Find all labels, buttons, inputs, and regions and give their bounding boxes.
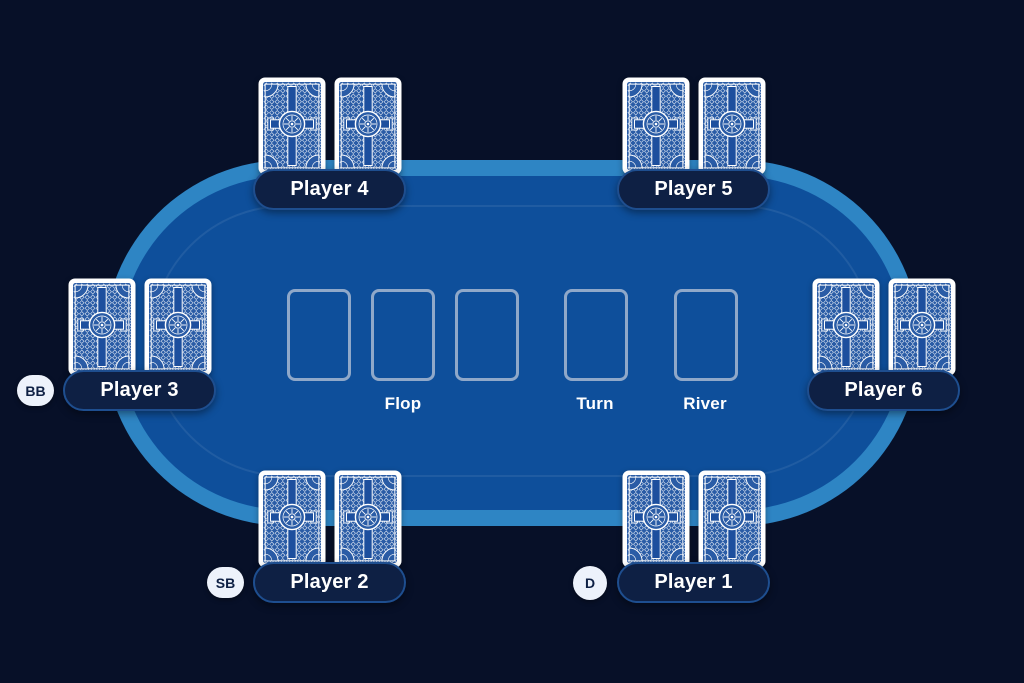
card-back-icon[interactable] — [68, 278, 136, 376]
player-name-pill[interactable]: Player 4 — [253, 169, 406, 210]
card-back-icon[interactable] — [698, 470, 766, 568]
turn-label: Turn — [576, 394, 614, 413]
player-name-pill[interactable]: Player 3 — [63, 370, 216, 411]
community-card-slot-turn[interactable] — [564, 289, 628, 381]
card-back-icon[interactable] — [812, 278, 880, 376]
player-name-pill[interactable]: Player 2 — [253, 562, 406, 603]
seat-player-3: BB Player 3 — [17, 278, 216, 411]
card-back-icon[interactable] — [622, 77, 690, 175]
card-back-icon[interactable] — [258, 77, 326, 175]
seat-player-6: Player 6 — [807, 278, 960, 411]
seat-player-2: SB Player 2 — [207, 470, 406, 603]
player-name-pill[interactable]: Player 5 — [617, 169, 770, 210]
card-back-icon[interactable] — [334, 470, 402, 568]
player-name-pill[interactable]: Player 6 — [807, 370, 960, 411]
card-back-icon[interactable] — [334, 77, 402, 175]
community-card-slot-river[interactable] — [674, 289, 738, 381]
card-back-icon[interactable] — [144, 278, 212, 376]
seat-player-4: Player 4 — [253, 77, 406, 210]
seat-player-1: D Player 1 — [573, 470, 770, 603]
community-card-slot-flop-3[interactable] — [455, 289, 519, 381]
big-blind-badge: BB — [17, 375, 54, 406]
card-back-icon[interactable] — [888, 278, 956, 376]
player-name-pill[interactable]: Player 1 — [617, 562, 770, 603]
community-card-slot-flop-1[interactable] — [287, 289, 351, 381]
card-back-icon[interactable] — [622, 470, 690, 568]
seat-player-5: Player 5 — [617, 77, 770, 210]
card-back-icon[interactable] — [698, 77, 766, 175]
river-label: River — [683, 394, 727, 413]
flop-label: Flop — [384, 394, 422, 413]
dealer-button: D — [573, 566, 607, 600]
community-card-slot-flop-2[interactable] — [371, 289, 435, 381]
small-blind-badge: SB — [207, 567, 244, 598]
card-back-icon[interactable] — [258, 470, 326, 568]
